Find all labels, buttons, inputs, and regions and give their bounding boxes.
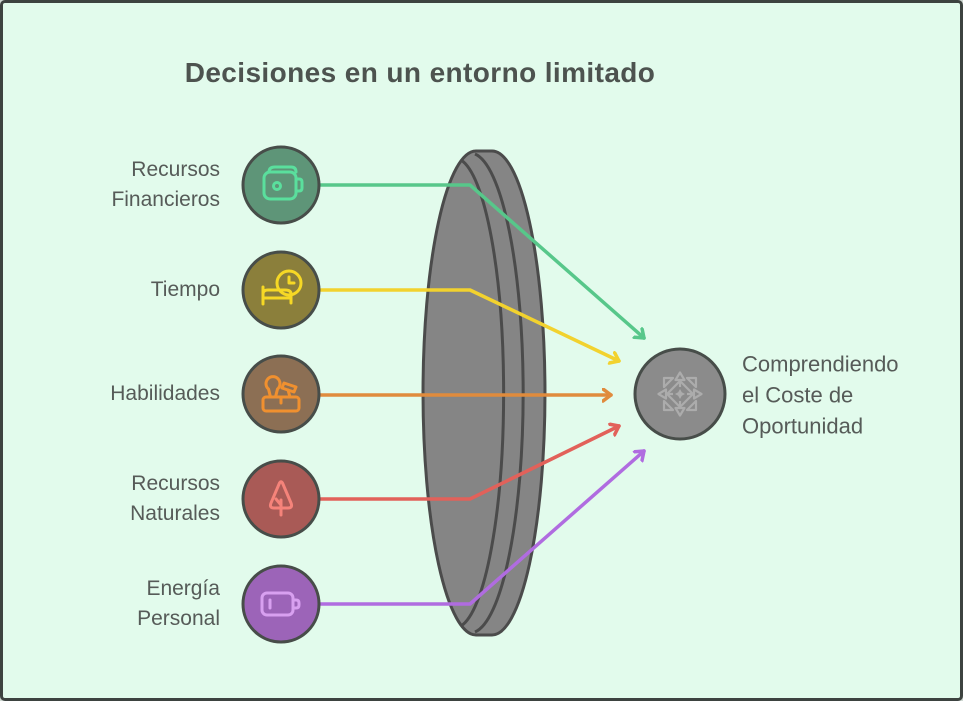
- page-title: Decisiones en un entorno limitado: [184, 57, 656, 88]
- label-recursos-naturales: Recursos Naturales: [130, 472, 220, 525]
- node-coste-oportunidad: [633, 347, 727, 441]
- label-habilidades: Habilidades: [110, 382, 220, 405]
- wallet-icon: [262, 165, 304, 201]
- connector-tiempo: [317, 288, 621, 361]
- connector-recursos-financieros: [317, 183, 646, 340]
- lens-shape: [421, 149, 547, 637]
- node-recursos-naturales: [241, 459, 321, 539]
- label-recursos-financieros: Recursos Financieros: [111, 158, 220, 211]
- node-habilidades: [241, 354, 321, 434]
- node-recursos-financieros: [241, 145, 321, 225]
- label-energia-personal: Energía Personal: [137, 577, 220, 630]
- label-tiempo: Tiempo: [150, 278, 220, 301]
- node-tiempo: [241, 250, 321, 330]
- label-coste-oportunidad: Comprendiendo el Coste de Oportunidad: [742, 351, 899, 439]
- clock-bed-icon: [261, 269, 303, 306]
- tree-icon: [268, 480, 294, 517]
- node-energia-personal: [241, 564, 321, 644]
- connector-recursos-naturales: [317, 426, 621, 501]
- connector-energia-personal: [317, 449, 646, 606]
- compass-rose-icon: [657, 371, 703, 417]
- battery-icon: [260, 591, 301, 617]
- tools-icon: [261, 375, 301, 413]
- diagram-canvas: [241, 145, 727, 644]
